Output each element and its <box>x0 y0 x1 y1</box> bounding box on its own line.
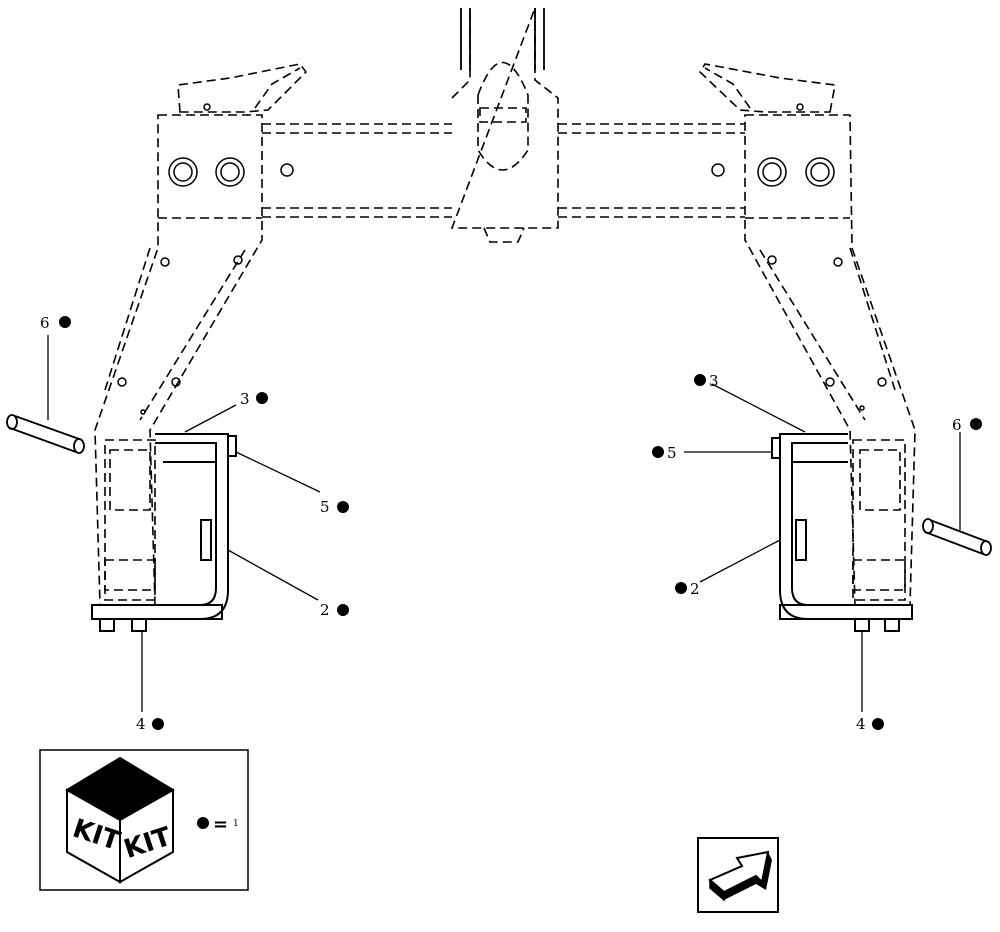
callout-label: 5 <box>667 444 677 462</box>
kit-box-icon <box>65 756 175 884</box>
left-bracket <box>91 433 237 632</box>
filled-circle-icon <box>872 718 884 730</box>
filled-circle-icon <box>652 446 664 458</box>
callout-right-2: 2 <box>675 580 700 598</box>
equals-sign: = <box>213 814 228 835</box>
callout-right-6: 6 <box>952 416 982 434</box>
filled-circle-icon <box>256 392 268 404</box>
callout-label: 5 <box>320 498 330 516</box>
left-pin <box>6 414 85 454</box>
right-bracket <box>771 433 913 632</box>
top-link <box>460 8 545 70</box>
filled-circle-icon <box>970 418 982 430</box>
filled-circle-icon <box>59 316 71 328</box>
callout-label: 2 <box>690 580 700 598</box>
filled-circle-icon <box>675 582 687 594</box>
callout-left-2: 2 <box>320 601 349 619</box>
kit-legend: KIT KIT = 1 <box>39 749 249 891</box>
kit-ref-number: 1 <box>233 819 239 829</box>
callout-left-5: 5 <box>320 498 349 516</box>
filled-circle-icon <box>337 501 349 513</box>
callout-label: 4 <box>136 715 146 733</box>
callout-label: 4 <box>856 715 866 733</box>
filled-circle-icon <box>337 604 349 616</box>
filled-circle-icon <box>197 817 209 829</box>
callout-label: 3 <box>240 390 250 408</box>
callout-left-3: 3 <box>240 390 268 408</box>
callout-left-4: 4 <box>136 715 164 733</box>
arrow-icon <box>697 837 779 913</box>
callout-label: 3 <box>709 372 719 390</box>
callout-right-4: 4 <box>856 715 884 733</box>
callout-label: 6 <box>40 314 50 332</box>
callout-label: 6 <box>952 416 962 434</box>
arm-bolts <box>117 103 887 415</box>
leader-lines <box>47 335 961 712</box>
callout-left-6: 6 <box>40 314 71 332</box>
callout-right-5: 5 <box>652 444 677 462</box>
right-pin <box>922 518 992 556</box>
filled-circle-icon <box>694 374 706 386</box>
filled-circle-icon <box>152 718 164 730</box>
callout-label: 2 <box>320 601 330 619</box>
callout-right-3: 3 <box>694 372 719 390</box>
